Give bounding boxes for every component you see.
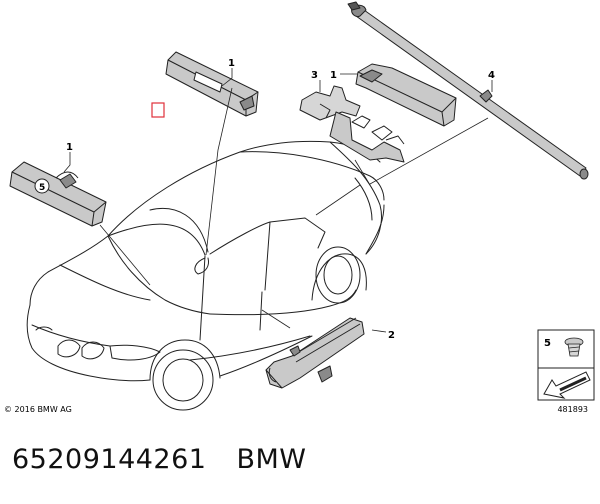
part-bracket (299, 85, 405, 163)
part-antenna-module-left (9, 161, 107, 227)
part-caption: 65209144261 BMW (12, 444, 306, 475)
car-outline (26, 140, 385, 411)
part-antenna-module-right (355, 63, 457, 127)
callout-5-circle (34, 178, 50, 194)
callout-label-2: 2 (388, 330, 395, 341)
brand-name: BMW (236, 444, 307, 475)
part-antenna-module-top (165, 51, 259, 117)
parts-diagram: 1 1 1 2 3 4 5 5 (9, 1, 595, 411)
callout-label-5-legend: 5 (544, 338, 551, 349)
copyright-notice: © 2016 BMW AG (4, 405, 72, 414)
red-marker-square (151, 102, 165, 118)
diagram-number: 481893 (557, 405, 588, 414)
part-number: 65209144261 (12, 444, 207, 475)
callout-label-4: 4 (488, 70, 495, 81)
screw-icon (564, 337, 584, 357)
legend-box (537, 329, 595, 401)
callout-label-3: 3 (311, 70, 318, 81)
callout-label-1-top: 1 (228, 58, 235, 69)
callout-label-5-circle: 5 (39, 183, 45, 193)
leader-lines (63, 68, 493, 333)
callout-label-1-left: 1 (66, 142, 73, 153)
direction-arrow-icon (543, 371, 591, 399)
part-rod-antenna (347, 1, 589, 180)
callout-label-1-right: 1 (330, 70, 337, 81)
part-control-module-bottom (265, 317, 365, 389)
